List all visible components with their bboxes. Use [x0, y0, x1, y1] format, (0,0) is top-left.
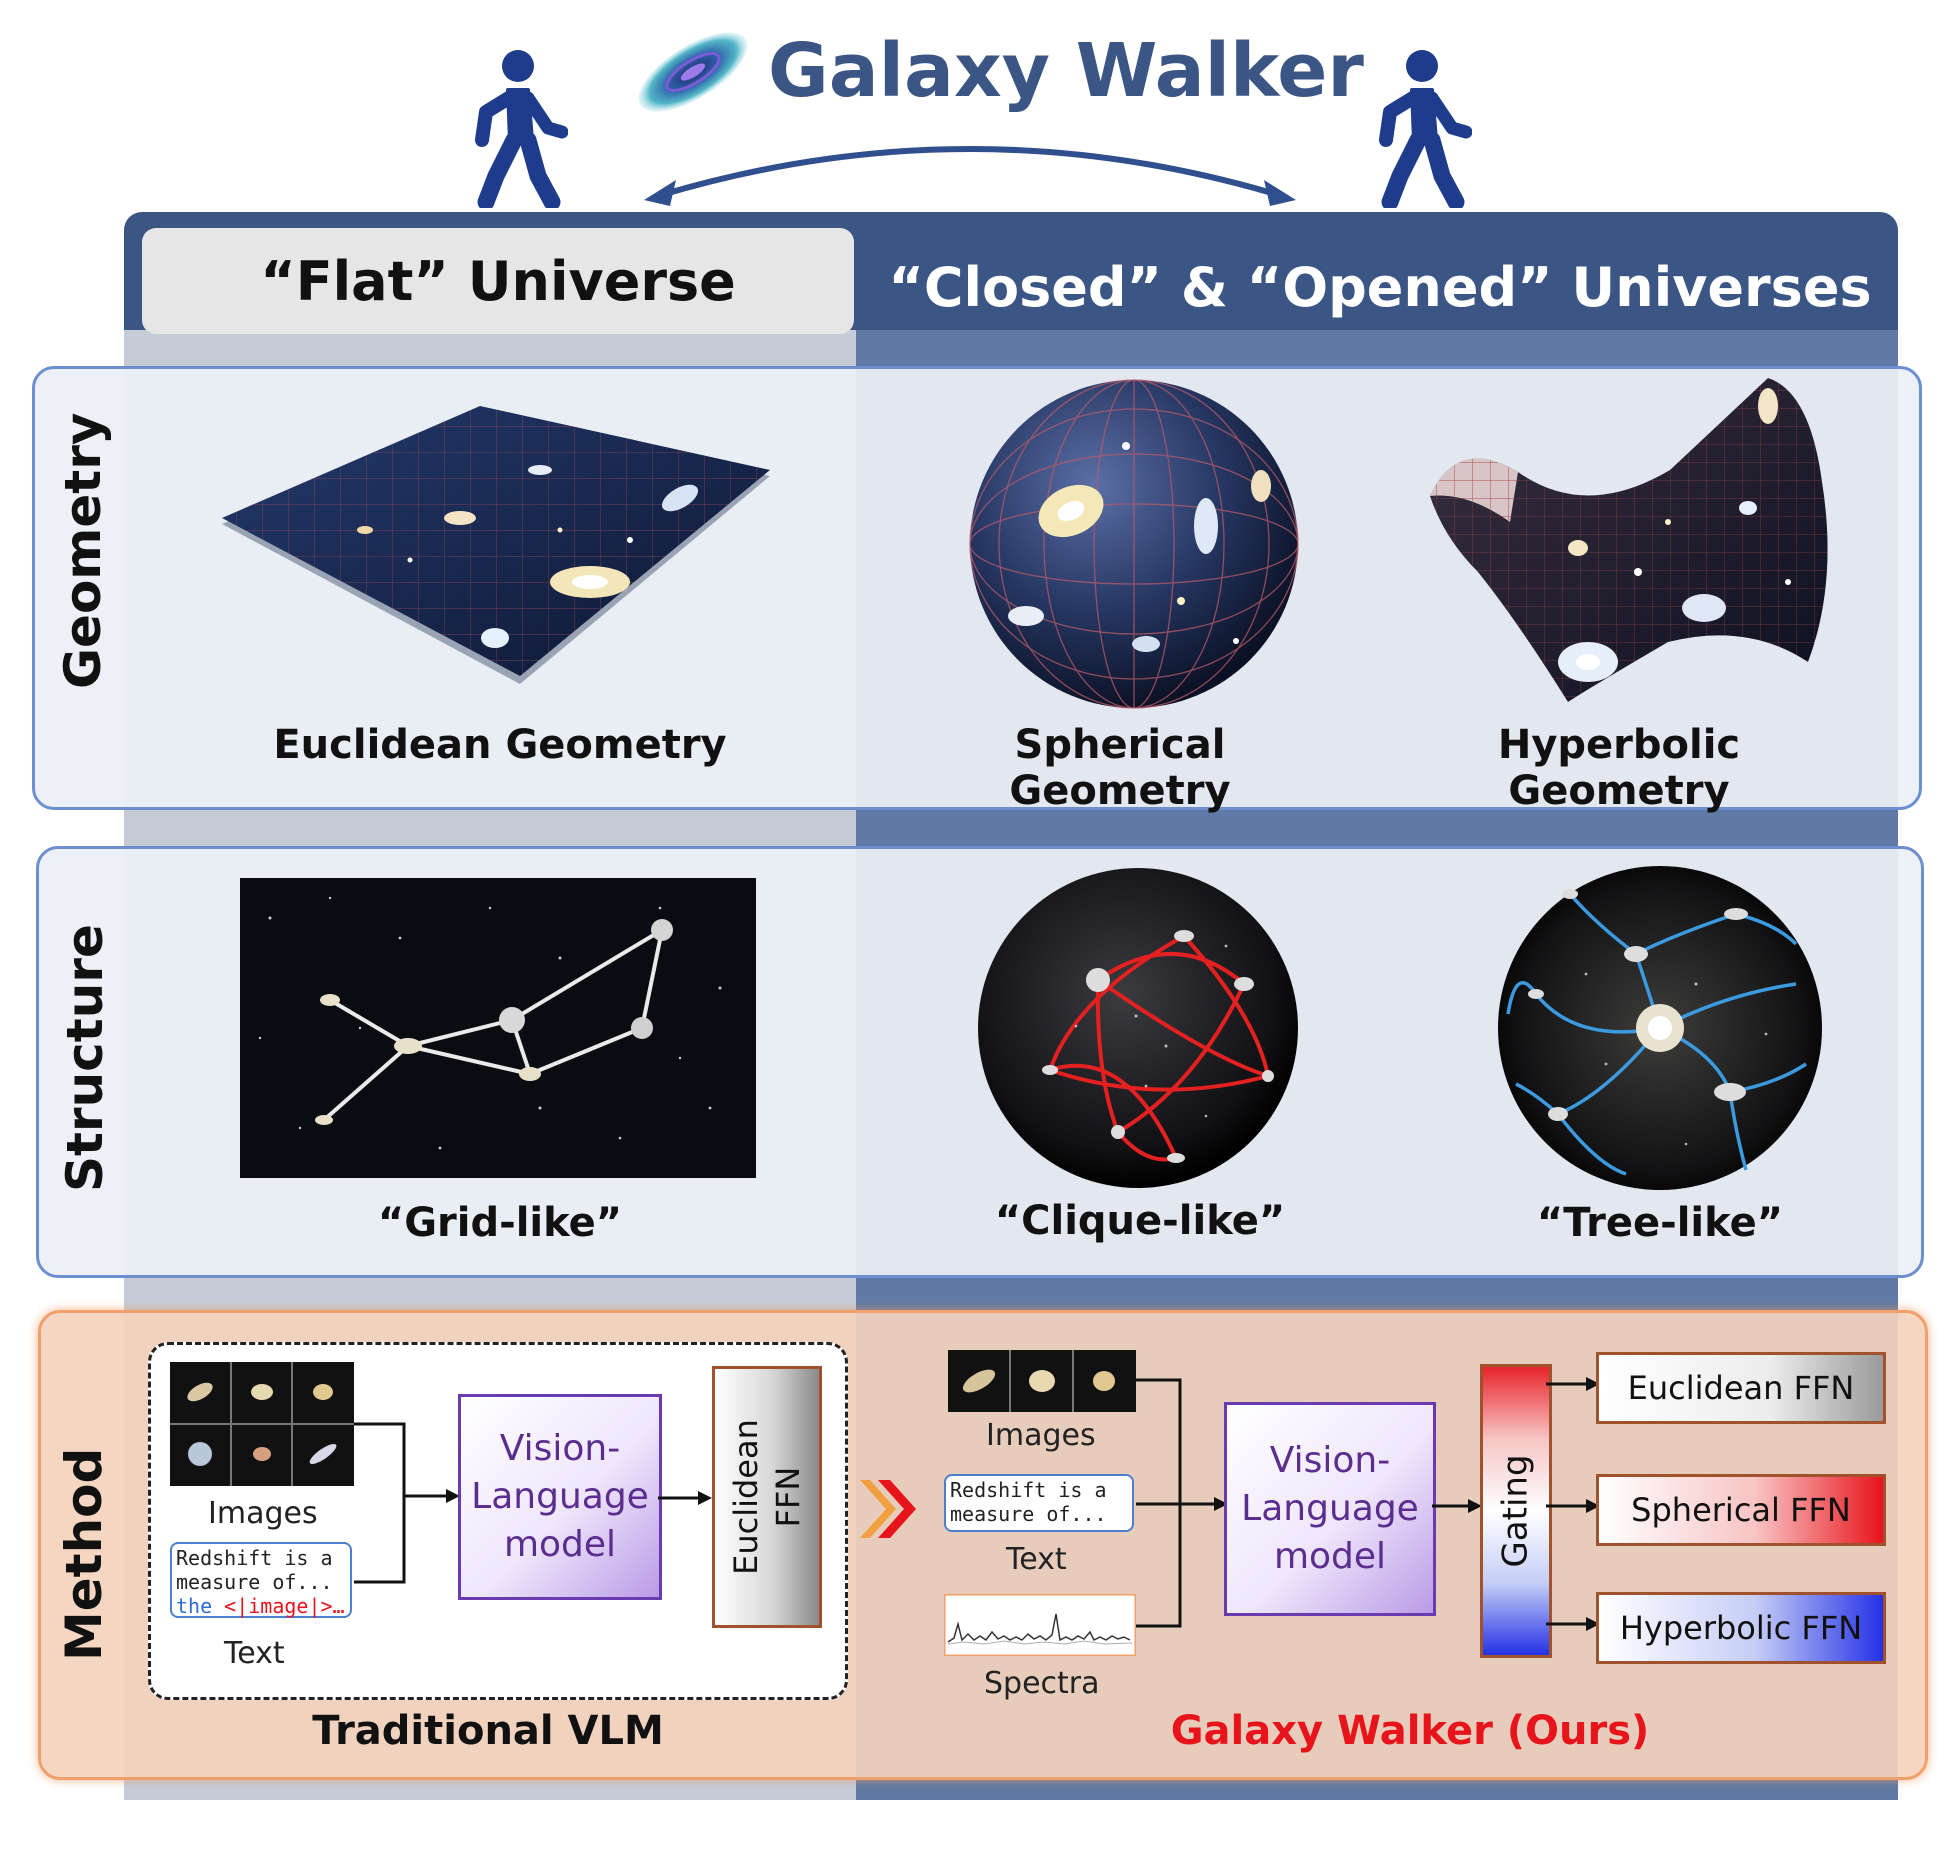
gating-block: Gating — [1480, 1364, 1552, 1658]
trad-euclidean-ffn: Euclidean FFN — [712, 1366, 822, 1628]
euclidean-plane-image — [210, 400, 790, 700]
ours-text-line-2: measure of... — [950, 1502, 1107, 1526]
trad-vlm-to-ffn-arrow — [658, 1488, 714, 1508]
ours-image-strip — [948, 1350, 1136, 1412]
trad-vlm-block: Vision- Language model — [458, 1394, 662, 1600]
ours-vlm-line-2: Language — [1241, 1488, 1419, 1529]
walker-left-icon — [458, 48, 569, 211]
ours-images-label: Images — [986, 1418, 1096, 1453]
trad-text-label: Text — [224, 1636, 285, 1671]
chevron-right-icon — [856, 1474, 924, 1544]
ours-vlm-to-gating-arrow — [1432, 1496, 1484, 1516]
hyperbolic-geometry-label: Hyperbolic Geometry — [1497, 722, 1741, 814]
spherical-ffn-block: Spherical FFN — [1596, 1474, 1886, 1546]
spectra-plot — [942, 1592, 1138, 1658]
galaxy-walker-ours-caption: Galaxy Walker (Ours) — [1170, 1708, 1650, 1754]
ours-text-label: Text — [1006, 1542, 1067, 1577]
clique-like-label: “Clique-like” — [994, 1198, 1286, 1244]
grid-like-label: “Grid-like” — [377, 1200, 623, 1246]
trad-connector-lines — [352, 1420, 462, 1600]
trad-text-line-1: Redshift is a — [176, 1546, 333, 1570]
trad-text-the: the — [176, 1594, 225, 1618]
spherical-geometry-image — [966, 376, 1302, 712]
flat-universe-label: “Flat” Universe — [260, 249, 736, 313]
ours-text-line-1: Redshift is a — [950, 1478, 1107, 1502]
geometry-row-label: Geometry — [54, 412, 112, 689]
ours-vlm-line-3: model — [1273, 1536, 1387, 1577]
clique-like-image — [976, 866, 1300, 1190]
gating-label: Gating — [1496, 1454, 1536, 1568]
tree-like-image — [1496, 864, 1824, 1192]
walker-right-icon — [1362, 48, 1473, 211]
ours-vlm-line-1: Vision- — [1269, 1440, 1391, 1481]
method-row-label: Method — [55, 1447, 113, 1661]
trad-image-token: <|image|>… — [224, 1594, 345, 1618]
euclidean-ffn-block: Euclidean FFN — [1596, 1352, 1886, 1424]
structure-row-label: Structure — [56, 924, 114, 1192]
flat-universe-header: “Flat” Universe — [142, 228, 854, 334]
trad-vlm-line-2: Language — [471, 1476, 649, 1517]
double-arrow-icon — [640, 130, 1300, 210]
euclidean-geometry-label: Euclidean Geometry — [273, 722, 727, 768]
hyperbolic-geometry-image — [1418, 372, 1838, 712]
tree-like-label: “Tree-like” — [1536, 1200, 1784, 1246]
curved-universes-header: “Closed” & “Opened” Universes — [888, 256, 1872, 319]
grid-like-image — [240, 878, 756, 1178]
spherical-geometry-label: Spherical Geometry — [1009, 722, 1231, 814]
ours-spectra-label: Spectra — [984, 1666, 1100, 1701]
trad-text-line-3: the <|image|>… — [176, 1594, 350, 1618]
ours-text-box: Redshift is a measure of... — [944, 1474, 1134, 1532]
trad-euclidean-ffn-label: Euclidean FFN — [727, 1419, 808, 1575]
ours-vlm-block: Vision- Language model — [1224, 1402, 1436, 1616]
ours-connector-lines — [1134, 1376, 1230, 1632]
galaxy-image-grid — [170, 1362, 354, 1486]
hyperbolic-ffn-block: Hyperbolic FFN — [1596, 1592, 1886, 1664]
traditional-vlm-caption: Traditional VLM — [312, 1708, 664, 1754]
galaxy-logo-icon — [628, 22, 758, 122]
trad-images-label: Images — [208, 1496, 318, 1531]
trad-vlm-line-1: Vision- — [499, 1428, 621, 1469]
gating-to-ffn-arrows — [1546, 1370, 1602, 1652]
trad-text-box: Redshift is a measure of... the <|image|… — [170, 1542, 352, 1618]
trad-text-line-2: measure of... — [176, 1570, 333, 1594]
trad-vlm-line-3: model — [503, 1524, 617, 1565]
page-title: Galaxy Walker — [768, 28, 1364, 114]
